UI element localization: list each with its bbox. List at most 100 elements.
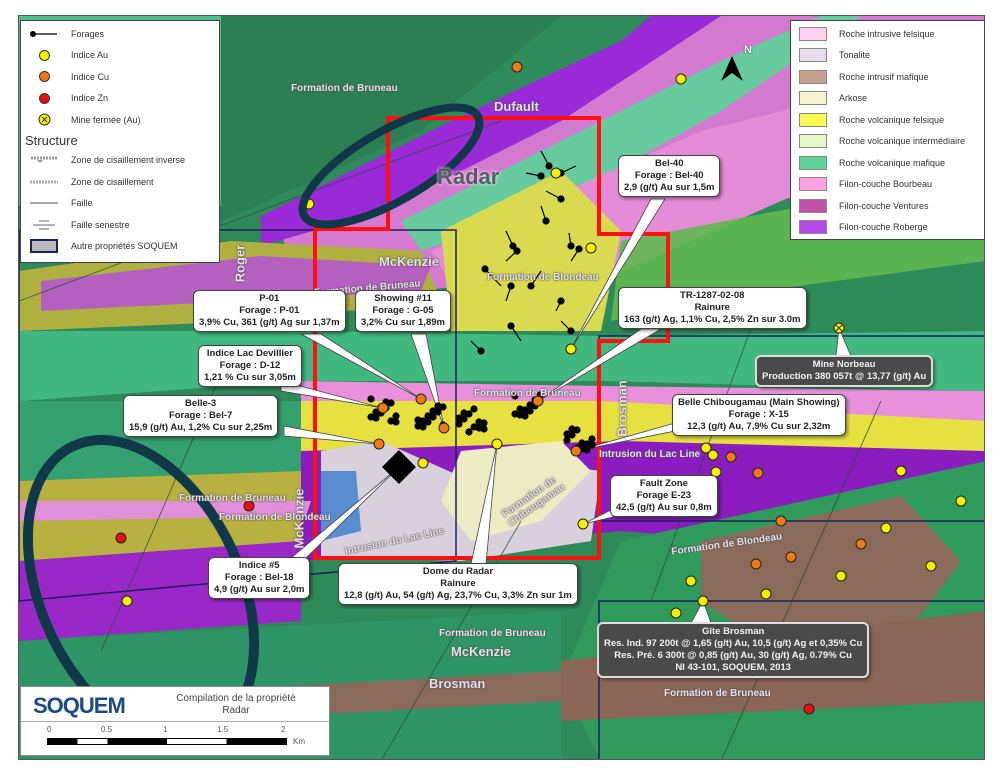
color-swatch [799, 134, 827, 149]
legend-item-lithology: Roche intrusive felsique [791, 23, 984, 45]
drillhole-collar [392, 412, 400, 420]
copper-showing-marker[interactable] [752, 467, 764, 479]
legend-item-other-properties: Autre propriétés SOQUEM [21, 236, 219, 258]
text-label: Belle-3 [185, 398, 217, 409]
label-radar: Radar [437, 164, 500, 189]
gold-showing-marker[interactable] [565, 343, 577, 355]
text-label: Zone de cisaillement [71, 176, 154, 187]
text-label: Faille senestre [71, 219, 130, 230]
drillhole-collar [542, 217, 550, 225]
legend-item-sinistral-fault: Faille senestre [21, 214, 219, 236]
gold-showing-marker[interactable] [955, 495, 967, 507]
label-formation-blondeau-2: Formation de Blondeau [219, 512, 331, 523]
gold-showing-marker[interactable] [880, 522, 892, 534]
label-mckenzie-1: McKenzie [379, 254, 439, 269]
gold-showing-marker[interactable] [670, 607, 682, 619]
legend-item-lithology: Arkose [791, 88, 984, 110]
zinc-showing-marker[interactable] [115, 532, 127, 544]
drillhole-collar [460, 409, 468, 417]
copper-showing-marker[interactable] [511, 61, 523, 73]
highlight-ellipse-north [298, 103, 484, 229]
text-label: Forage : Bel-18 [224, 572, 294, 583]
text-label: Indice Au [71, 50, 109, 61]
legend-item-lithology: Filon-couche Bourbeau [791, 174, 984, 196]
text-label: Production 380 057t @ 13,77 (g/t) Au [762, 371, 927, 382]
drillhole-collar [545, 162, 553, 170]
text-label: 3,2% Cu sur 1,89m [361, 317, 445, 328]
text-label: Rainure [694, 302, 730, 313]
gold-showing-marker[interactable] [707, 449, 719, 461]
gold-showing-marker[interactable] [417, 457, 429, 469]
text-label: Indice Cu [71, 71, 110, 82]
text-label: Forage : X-15 [728, 409, 789, 420]
gold-showing-icon [29, 49, 59, 61]
copper-showing-marker[interactable] [373, 438, 385, 450]
gold-showing-marker[interactable] [491, 438, 503, 450]
color-swatch [799, 48, 827, 63]
gold-showing-marker[interactable] [577, 518, 589, 530]
gold-showing-marker[interactable] [895, 465, 907, 477]
gold-showing-marker[interactable] [925, 560, 937, 572]
color-swatch [799, 155, 827, 170]
north-label: N [744, 44, 752, 56]
copper-showing-marker[interactable] [855, 538, 867, 550]
legend-item-shear-zone: Zone de cisaillement [21, 171, 219, 193]
gold-showing-marker[interactable] [585, 242, 597, 254]
legend-item-lithology: Roche intrusif mafique [791, 66, 984, 88]
drillhole-collar [367, 413, 375, 421]
label-mckenzie-3: McKenzie [451, 644, 511, 659]
gold-showing-marker[interactable] [675, 73, 687, 85]
text-label: 1.5 [217, 725, 229, 734]
zinc-showing-icon [29, 92, 59, 104]
text-label: Mine Norbeau [812, 359, 876, 370]
text-label: Roche intrusive felsique [839, 28, 935, 39]
drillhole-collar [481, 265, 489, 273]
gold-showing-marker[interactable] [685, 575, 697, 587]
copper-showing-marker[interactable] [725, 451, 737, 463]
text-label: Gîte Brosman [701, 626, 765, 637]
text-label: TR-1287-02-08 [680, 290, 745, 301]
copper-showing-marker[interactable] [785, 551, 797, 563]
copper-showing-marker[interactable] [415, 393, 427, 405]
legend-item-lithology: Roche volcanique intermédiaire [791, 131, 984, 153]
copper-showing-marker[interactable] [532, 395, 544, 407]
text-label: 1,21 % Cu sur 3,05m [204, 372, 296, 383]
zinc-showing-marker[interactable] [243, 500, 255, 512]
text-label: Fault Zone [639, 478, 688, 489]
legend-item-indice-zn: Indice Zn [21, 88, 219, 110]
text-label: Roche volcanique felsique [839, 114, 945, 125]
copper-showing-marker[interactable] [775, 515, 787, 527]
text-label: Km [293, 737, 305, 746]
text-label: 1 [163, 725, 168, 734]
gold-showing-marker[interactable] [121, 595, 133, 607]
gold-showing-marker[interactable] [697, 595, 709, 607]
legend-item-lithology: Filon-couche Roberge [791, 217, 984, 239]
closed-mine-norbeau-marker [833, 322, 845, 334]
gold-showing-marker[interactable] [700, 442, 712, 454]
color-swatch [799, 69, 827, 84]
color-swatch [799, 91, 827, 106]
drillhole-collar [568, 425, 576, 433]
text-label: 0 [47, 725, 52, 734]
fault-line-icon [29, 201, 59, 205]
gold-showing-marker[interactable] [760, 588, 772, 600]
drillhole-collar [455, 420, 463, 428]
text-label: Zone de cisaillement inverse [71, 155, 186, 166]
text-label: Belle Chibougamau (Main Showing) [678, 397, 840, 408]
copper-showing-marker[interactable] [377, 402, 389, 414]
copper-showing-marker[interactable] [750, 558, 762, 570]
drillhole-collar [567, 242, 575, 250]
legend-symbols: Forages Indice Au Indice Cu Indice Zn Mi… [20, 20, 220, 263]
label-formation-blondeau-1: Formation de Blondeau [487, 272, 599, 283]
text-label: Filon-couche Ventures [839, 200, 929, 211]
zinc-showing-marker[interactable] [803, 703, 815, 715]
text-label: Forage : Bel-40 [634, 170, 704, 181]
gold-showing-marker[interactable] [835, 570, 847, 582]
text-label: 0.5 [101, 725, 113, 734]
copper-showing-marker[interactable] [438, 422, 450, 434]
text-label: Rainure [440, 578, 476, 589]
gold-showing-marker[interactable] [550, 167, 562, 179]
copper-showing-marker[interactable] [570, 445, 582, 457]
